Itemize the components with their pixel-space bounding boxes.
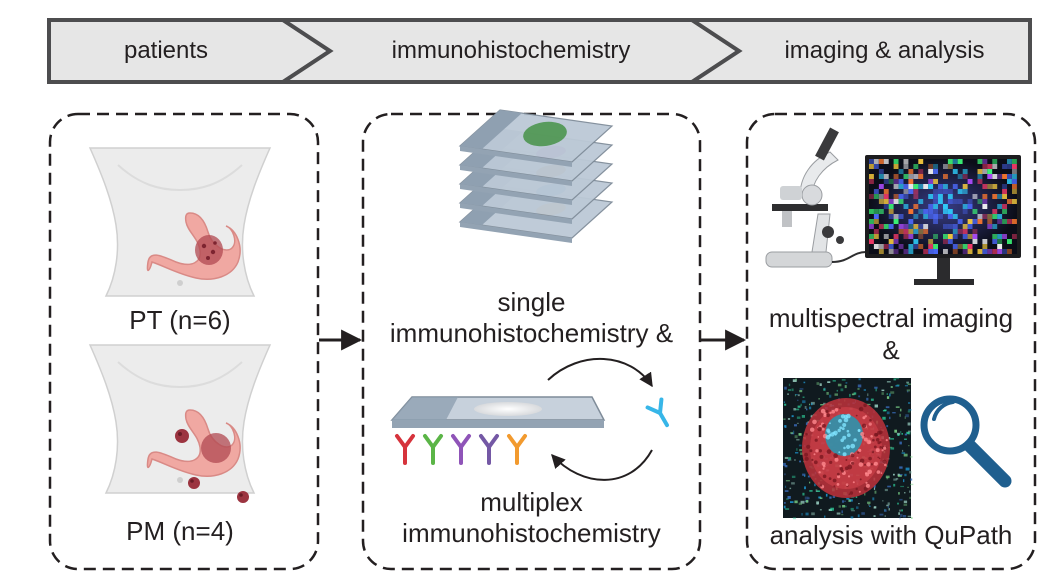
cycle-arrow-bottom	[551, 449, 653, 481]
antibody-icon	[451, 434, 471, 465]
ihc-slide	[458, 109, 614, 167]
label-analysis-qupath: analysis with QuPath	[769, 520, 1013, 550]
antibody-panel	[395, 434, 527, 465]
monitor-icon	[865, 155, 1021, 285]
label-multiplex-ihc-line2: immunohistochemistry	[402, 518, 661, 548]
metastasis-nodule	[188, 477, 200, 489]
antibody-icon	[395, 434, 415, 465]
label-ampersand: &	[882, 335, 900, 365]
label-multispectral-imaging: multispectral imaging	[768, 303, 1014, 333]
workflow-banner	[47, 18, 1032, 84]
label-single-ihc-line2: immunohistochemistry &	[389, 318, 674, 348]
step-label-immunohistochemistry: immunohistochemistry	[391, 37, 631, 64]
magnifier-icon	[920, 395, 1012, 488]
cycle-arrow-top	[547, 358, 653, 388]
metastasis-nodule	[237, 491, 249, 503]
primary-tumor	[195, 235, 223, 265]
label-primary-tumor: PT (n=6)	[129, 305, 231, 335]
free-antibody	[645, 397, 669, 428]
step-label-imaging-analysis: imaging & analysis	[784, 37, 985, 64]
torso-peritoneal-metastasis	[88, 344, 272, 503]
multiplex-slide	[390, 396, 606, 428]
step-label-patients: patients	[123, 37, 209, 64]
metastasis-nodule	[175, 429, 189, 443]
antibody-icon	[479, 434, 499, 465]
panel-patients-frame	[48, 112, 320, 571]
torso-primary-tumor	[88, 147, 272, 297]
label-multiplex-ihc-line1: multiplex	[480, 487, 583, 517]
single-ihc-slide-stack	[458, 109, 614, 243]
banner-step-imaging	[685, 18, 1032, 84]
multispectral-image	[783, 378, 914, 520]
antibody-icon	[507, 434, 527, 465]
label-peritoneal-metastasis: PM (n=4)	[126, 516, 234, 546]
antibody-icon	[423, 434, 443, 465]
panel-imaging-frame	[745, 112, 1037, 571]
label-single-ihc-line1: single	[497, 287, 566, 317]
microscope-icon	[765, 127, 844, 268]
